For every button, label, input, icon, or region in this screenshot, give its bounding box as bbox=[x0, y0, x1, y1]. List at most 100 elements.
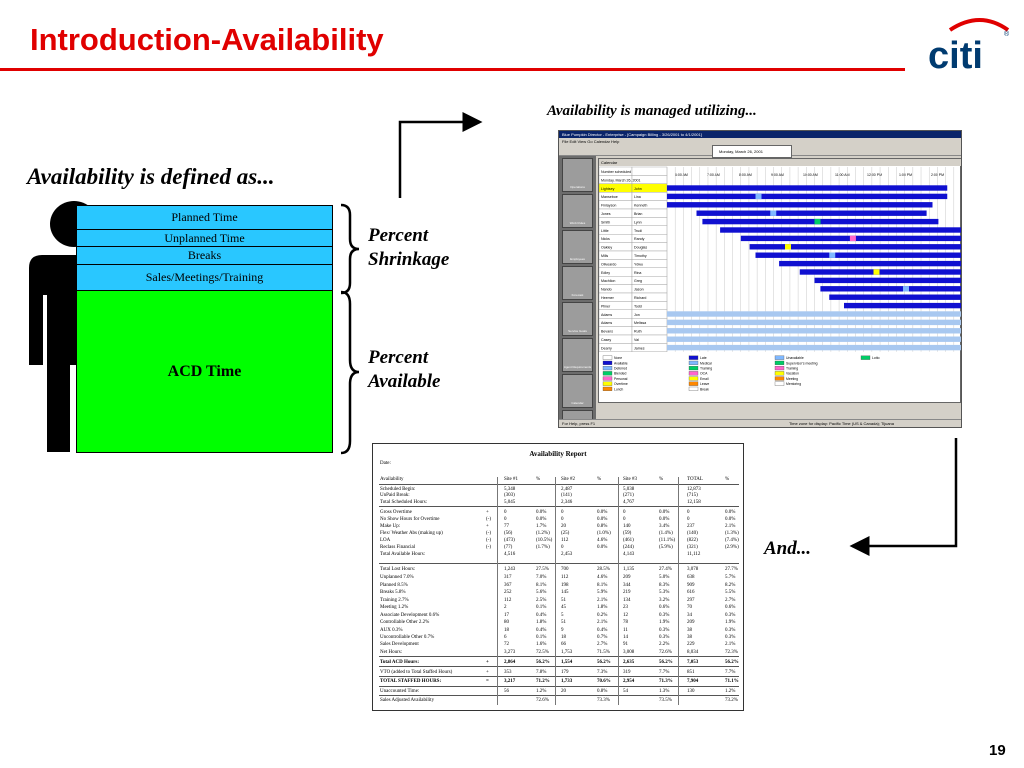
agent-last-name: Little bbox=[601, 229, 609, 233]
screenshot-toolbar: Monday, March 26, 2001 bbox=[559, 145, 961, 158]
legend-label: Personal bbox=[614, 377, 628, 381]
report-column-rule bbox=[618, 477, 619, 705]
report-cell-s3: 91 bbox=[623, 642, 628, 647]
report-cell-p2: 73.3% bbox=[597, 698, 610, 703]
report-cell-p1: 56.2% bbox=[536, 660, 550, 665]
report-cell-s3: 14 bbox=[623, 635, 628, 640]
report-cell-s2: (141) bbox=[561, 493, 572, 498]
agent-first-name: Brian bbox=[634, 212, 642, 216]
break-block bbox=[785, 244, 791, 250]
agent-last-name: Dearry bbox=[601, 346, 612, 350]
report-date-label: Date: bbox=[380, 461, 391, 466]
report-cell-s3: 219 bbox=[623, 590, 631, 595]
report-cell-label: Availability bbox=[380, 477, 404, 482]
agent-first-name: Melissa bbox=[634, 321, 646, 325]
report-cell-s2: 66 bbox=[561, 642, 566, 647]
report-row-rule bbox=[379, 695, 739, 696]
legend-label: Break bbox=[700, 387, 709, 391]
report-cell-p2: 0.4% bbox=[597, 628, 608, 633]
agent-last-name: Mills bbox=[601, 254, 608, 258]
report-cell-p2: 4.6% bbox=[597, 575, 608, 580]
report-cell-s2: 9 bbox=[561, 628, 564, 633]
report-cell-s3: 78 bbox=[623, 620, 628, 625]
report-cell-pt: 7.7% bbox=[725, 670, 736, 675]
report-cell-p3: 27.4% bbox=[659, 567, 672, 572]
nav-item-work-rules[interactable]: Work Rules bbox=[562, 194, 593, 228]
report-cell-s2: 2,487 bbox=[561, 487, 573, 492]
report-cell-pt: 2.7% bbox=[725, 598, 736, 603]
break-block bbox=[829, 252, 836, 258]
report-cell-p2: 0.7% bbox=[597, 635, 608, 640]
report-cell-s3: 140 bbox=[623, 524, 631, 529]
planned-time-segment: Planned Time bbox=[77, 206, 332, 230]
nav-item-calendar[interactable]: Calendar bbox=[562, 374, 593, 408]
report-cell-p2: 0.0% bbox=[597, 545, 608, 550]
report-cell-s2: 2,453 bbox=[561, 552, 573, 557]
shift-bar bbox=[799, 269, 961, 275]
agent-first-name: Trudi bbox=[634, 229, 642, 233]
report-column-rule bbox=[678, 477, 679, 705]
report-cell-label: Total Scheduled Hours: bbox=[380, 500, 428, 505]
legend-label: Vacation bbox=[786, 372, 799, 376]
legend-swatch bbox=[688, 381, 699, 386]
status-right-text: Time zone for display: Pacific Time (US … bbox=[789, 421, 895, 426]
svg-text:citi: citi bbox=[928, 35, 983, 74]
report-cell-s1: 2,864 bbox=[504, 660, 516, 665]
report-cell-p3: 72.6% bbox=[659, 650, 672, 655]
time-header: 1:00 PM bbox=[899, 173, 912, 177]
nav-item-forecast[interactable]: Forecast bbox=[562, 266, 593, 300]
nav-item-label: Employees bbox=[570, 257, 585, 261]
report-cell-label: Breaks 5.8% bbox=[380, 590, 406, 595]
agent-last-name: Machlion bbox=[601, 279, 615, 283]
report-cell-s2: 18 bbox=[561, 635, 566, 640]
report-cell-s2: 1,733 bbox=[561, 679, 573, 684]
report-cell-label: Total Available Hours: bbox=[380, 552, 426, 557]
report-cell-p2: 0.2% bbox=[597, 613, 608, 618]
citi-logo: citi ® bbox=[928, 18, 1010, 74]
report-cell-s2: 145 bbox=[561, 590, 569, 595]
report-cell-label: Scheduled Begin: bbox=[380, 487, 416, 492]
agent-first-name: Greg bbox=[634, 279, 642, 283]
agent-last-name: Oliveardo bbox=[601, 262, 616, 266]
nav-item-agent-requirements[interactable]: Agent Requirements bbox=[562, 338, 593, 372]
report-cell-label: Reclass Financial bbox=[380, 545, 416, 550]
report-cell-p1: 0.1% bbox=[536, 605, 547, 610]
nav-item-label: Calendar bbox=[571, 401, 584, 405]
percent-available-label: Percent Available bbox=[368, 347, 441, 392]
report-cell-s2: 51 bbox=[561, 598, 566, 603]
agent-last-name: Heemer bbox=[601, 296, 615, 300]
nav-item-service-goals[interactable]: Service Goals bbox=[562, 302, 593, 336]
report-cell-p1: (1.2%) bbox=[536, 531, 550, 536]
report-cell-p2: 0.0% bbox=[597, 510, 608, 515]
report-cell-t: 0 bbox=[687, 510, 690, 515]
agent-last-name: Adams bbox=[601, 313, 612, 317]
nav-item-operations[interactable]: Operations bbox=[562, 158, 593, 192]
report-cell-pt: 27.7% bbox=[725, 567, 738, 572]
report-cell-p2: 70.6% bbox=[597, 679, 611, 684]
legend-swatch bbox=[602, 355, 613, 360]
legend-swatch bbox=[602, 386, 613, 391]
report-cell-label: TOTAL STAFFED HOURS: bbox=[380, 679, 442, 684]
nav-item-label: Forecast bbox=[571, 293, 584, 297]
report-cell-s1: 5,348 bbox=[504, 487, 516, 492]
report-cell-p1: (10.5%) bbox=[536, 538, 553, 543]
report-cell-pt: 2.1% bbox=[725, 524, 736, 529]
report-cell-p1: 0.4% bbox=[536, 628, 547, 633]
report-cell-label: Flex/ Weather Abs (making up) bbox=[380, 531, 443, 536]
report-cell-p2: 56.2% bbox=[597, 660, 611, 665]
legend-label: Supervisor's meeting bbox=[786, 361, 818, 365]
report-cell-s3: 344 bbox=[623, 583, 631, 588]
report-cell-label: Planned 8.5% bbox=[380, 583, 408, 588]
report-cell-p2: 2.7% bbox=[597, 642, 608, 647]
slide-title: Introduction-Availability bbox=[30, 22, 384, 57]
report-cell-s2: 112 bbox=[561, 538, 569, 543]
agent-last-name: Casey bbox=[601, 338, 611, 342]
grid-header-bar bbox=[599, 159, 961, 166]
report-cell-s3: (271) bbox=[623, 493, 634, 498]
nav-item-employees[interactable]: Employees bbox=[562, 230, 593, 264]
unplanned-time-segment: Unplanned Time bbox=[77, 230, 332, 247]
legend-label: Unavailable bbox=[786, 356, 804, 360]
agent-first-name: Rina bbox=[634, 271, 641, 275]
